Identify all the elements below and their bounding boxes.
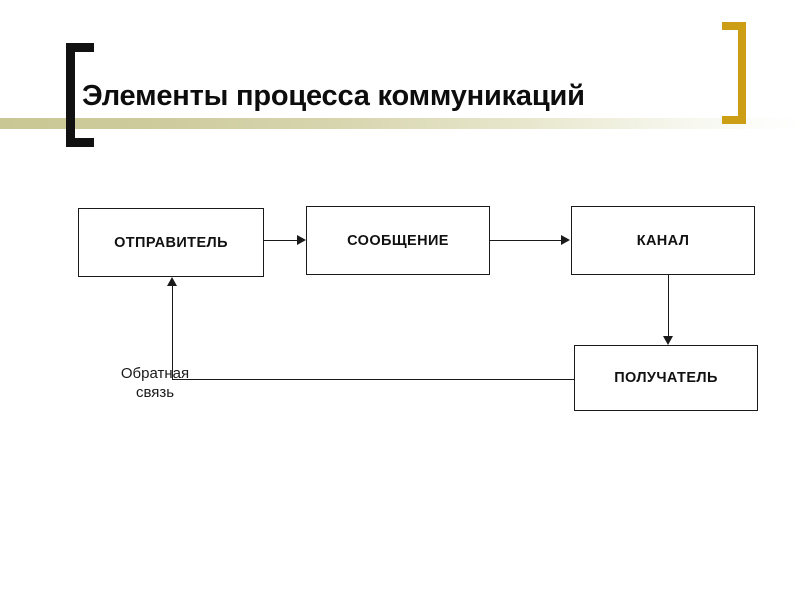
connector-line-horizontal: [215, 379, 574, 380]
page-title: Элементы процесса коммуникаций: [82, 80, 585, 112]
connector-line: [490, 240, 563, 241]
diagram-node-message: СООБЩЕНИЕ: [306, 206, 490, 275]
diagram-node-receiver: ПОЛУЧАТЕЛЬ: [574, 345, 758, 411]
diagram-node-sender: ОТПРАВИТЕЛЬ: [78, 208, 264, 277]
feedback-label-line2: связь: [135, 384, 175, 401]
feedback-label-line1: Обратная: [120, 365, 190, 382]
right-bracket-decoration: [722, 22, 746, 124]
arrowhead-up-icon: [167, 277, 177, 286]
arrowhead-right-icon: [297, 235, 306, 245]
connector-line-stub: [172, 379, 216, 380]
feedback-label: Обратная связь: [98, 364, 212, 402]
diagram-node-channel: КАНАЛ: [571, 206, 755, 275]
arrowhead-right-icon: [561, 235, 570, 245]
left-bracket-decoration: [66, 43, 94, 147]
title-underline-band: [0, 118, 800, 129]
arrowhead-down-icon: [663, 336, 673, 345]
connector-line: [264, 240, 300, 241]
connector-line-vertical: [172, 286, 173, 379]
connector-line: [668, 275, 669, 337]
